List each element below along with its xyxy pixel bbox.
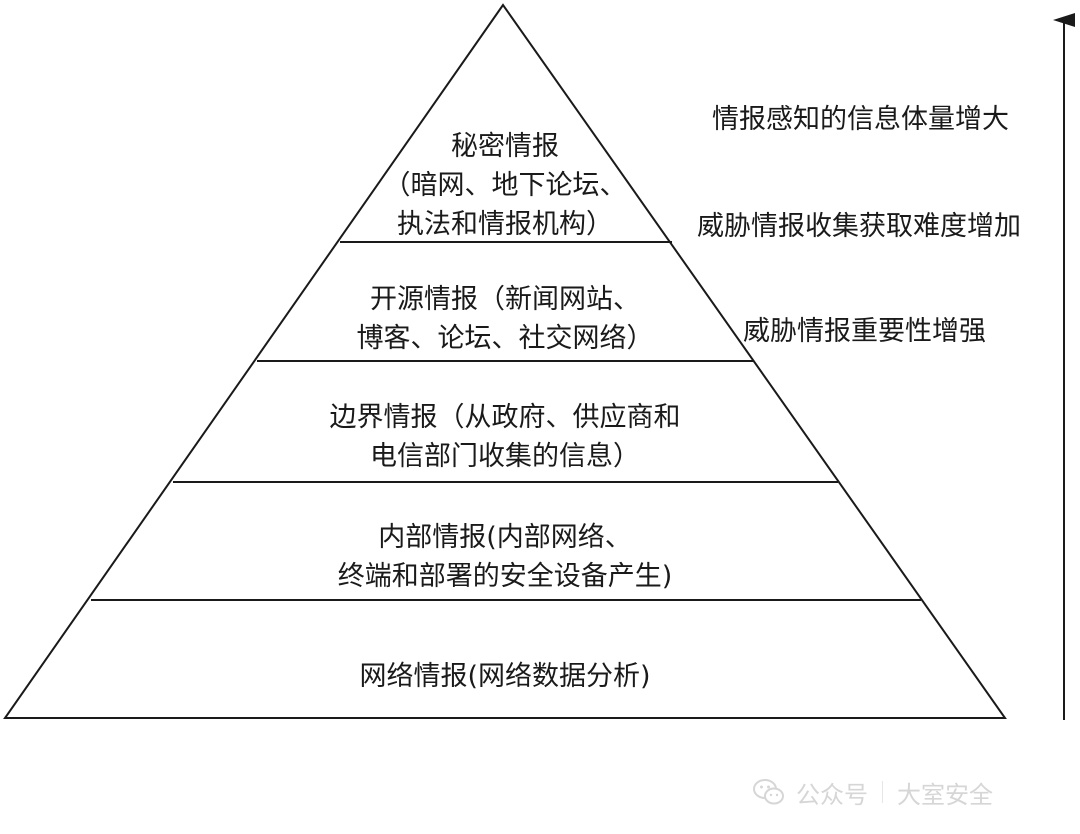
tier-line: 内部情报(内部网络、: [378, 522, 632, 553]
watermark: 公众号 大室安全: [752, 772, 993, 812]
watermark-prefix: 公众号: [796, 780, 868, 809]
tier-open-source-intelligence: 开源情报（新闻网站、 博客、论坛、社交网络）: [357, 280, 654, 358]
tier-line: 博客、论坛、社交网络）: [356, 323, 654, 354]
tier-line: 终端和部署的安全设备产生): [337, 561, 673, 592]
tier-boundary-intelligence: 边界情报（从政府、供应商和 电信部门收集的信息）: [330, 398, 681, 476]
tier-line: （暗网、地下论坛、: [383, 170, 627, 201]
tier-line: 电信部门收集的信息）: [370, 441, 640, 472]
wechat-icon: [753, 779, 784, 805]
tier-line: 开源情报（新闻网站、: [370, 284, 640, 315]
watermark-name: 大室安全: [897, 780, 993, 809]
tier-line: 边界情报（从政府、供应商和: [329, 402, 681, 433]
side-label-difficulty: 威胁情报收集获取难度增加: [697, 211, 1021, 242]
tier-secret-intelligence: 秘密情报 （暗网、地下论坛、 执法和情报机构）: [384, 127, 627, 244]
side-label-importance: 威胁情报重要性增强: [743, 316, 986, 347]
tier-line: 执法和情报机构）: [397, 209, 613, 240]
watermark-separator: [882, 781, 883, 803]
tier-internal-intelligence: 内部情报(内部网络、 终端和部署的安全设备产生): [338, 518, 673, 596]
tier-network-intelligence: 网络情报(网络数据分析): [359, 657, 650, 696]
tier-line: 网络情报(网络数据分析): [359, 661, 651, 692]
side-label-volume: 情报感知的信息体量增大: [712, 104, 1009, 135]
tier-title: 秘密情报: [451, 131, 559, 162]
